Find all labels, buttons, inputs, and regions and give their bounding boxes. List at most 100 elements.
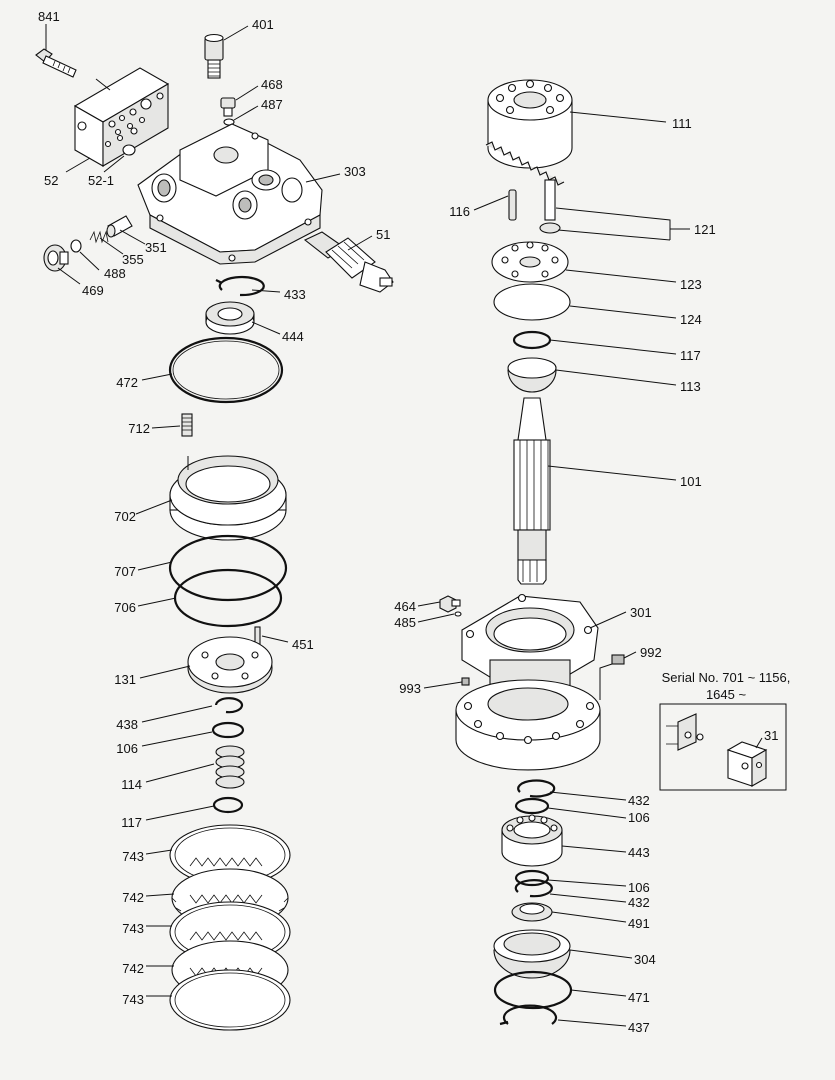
part-121-piston: [539, 179, 561, 234]
label-401: 401: [252, 17, 274, 32]
part-351-spool: [106, 215, 133, 238]
label-106-right-top: 106: [628, 810, 650, 825]
part-438-snap-ring: [214, 697, 244, 714]
part-491-seal: [511, 902, 553, 922]
part-52-1-o-ring: [122, 144, 136, 156]
label-106-right-bottom: 106: [628, 880, 650, 895]
part-111-cylinder-block: [485, 79, 573, 186]
part-31-mating-face: [666, 713, 697, 751]
label-487: 487: [261, 97, 283, 112]
part-117-spacer-right: [512, 330, 552, 350]
label-106-left: 106: [116, 741, 138, 756]
part-993-plug: [461, 677, 470, 686]
part-303-valve-casing: [137, 123, 323, 265]
part-401-bolt: [204, 33, 224, 79]
part-124-shoe-plate: [493, 283, 571, 321]
label-469: 469: [82, 283, 104, 298]
part-992-plug: [611, 654, 625, 665]
label-433: 433: [284, 287, 306, 302]
label-101: 101: [680, 474, 702, 489]
label-841: 841: [38, 9, 60, 24]
part-707-o-ring: [168, 534, 288, 602]
label-443: 443: [628, 845, 650, 860]
label-438: 438: [116, 717, 138, 732]
label-743-a: 743: [122, 849, 144, 864]
part-31-valve-block: [726, 741, 768, 787]
serial-note-line2: 1645 ~: [706, 687, 747, 702]
part-464-plug: [439, 595, 461, 613]
part-304-cover: [493, 929, 571, 979]
label-304: 304: [634, 952, 656, 967]
label-712: 712: [128, 421, 150, 436]
part-437-snap-ring: [499, 1004, 558, 1026]
part-472-o-ring: [168, 336, 284, 404]
label-51: 51: [376, 227, 390, 242]
part-432-snap-ring-top: [517, 779, 556, 798]
part-468-plug: [220, 97, 236, 117]
part-131-valve-plate: [187, 636, 273, 694]
part-117-spacer: [212, 796, 244, 814]
part-433-snap-ring: [215, 275, 265, 297]
part-106-spacer-top: [514, 797, 550, 815]
part-706-o-ring: [173, 568, 283, 628]
label-471: 471: [628, 990, 650, 1005]
part-101-drive-shaft: [513, 397, 551, 585]
label-113: 113: [680, 379, 701, 394]
part-743-plate-3: [169, 969, 291, 1031]
label-707: 707: [114, 564, 136, 579]
part-743-plate-1: [169, 824, 291, 886]
label-301: 301: [630, 605, 652, 620]
label-468: 468: [261, 77, 283, 92]
label-488: 488: [104, 266, 126, 281]
part-432-snap-ring-bottom: [514, 879, 553, 898]
part-52-valve-block: [73, 67, 170, 167]
part-301-casing: [455, 593, 601, 771]
label-131: 131: [114, 672, 136, 687]
part-469-plug: [43, 244, 69, 272]
leader-lines: [45, 24, 763, 1027]
label-52: 52: [44, 173, 58, 188]
part-355-spring: [89, 230, 109, 244]
label-743-c: 743: [122, 992, 144, 1007]
label-351: 351: [145, 240, 167, 255]
label-702: 702: [114, 509, 136, 524]
serial-note-line1: Serial No. 701 ~ 1156,: [662, 670, 791, 685]
part-106-spacer: [211, 721, 245, 739]
label-117-right: 117: [680, 348, 701, 363]
label-485: 485: [394, 615, 416, 630]
label-993: 993: [399, 681, 421, 696]
part-712-plug: [181, 413, 193, 437]
part-485-o-ring: [454, 611, 462, 617]
label-116: 116: [449, 204, 470, 219]
label-52-1: 52-1: [88, 173, 114, 188]
part-443-bearing: [501, 814, 563, 867]
part-106-spacer-bottom: [514, 869, 550, 887]
part-841-bolt: [35, 48, 77, 78]
part-51-relief-valve: [303, 231, 394, 293]
label-123: 123: [680, 277, 702, 292]
part-702-brake-piston: [169, 455, 287, 541]
label-743-b: 743: [122, 921, 144, 936]
label-491: 491: [628, 916, 650, 931]
part-labels: 841 401 468 487 52 52-1 303 351 355 488 …: [38, 9, 790, 1035]
part-114-spring: [215, 745, 245, 789]
label-117-left: 117: [121, 815, 142, 830]
label-472: 472: [116, 375, 138, 390]
label-114: 114: [121, 777, 142, 792]
part-444-bearing: [205, 301, 255, 335]
label-451: 451: [292, 637, 314, 652]
label-444: 444: [282, 329, 304, 344]
label-111: 111: [672, 116, 692, 131]
label-742-b: 742: [122, 961, 144, 976]
label-432-bottom: 432: [628, 895, 650, 910]
label-355: 355: [122, 252, 144, 267]
label-432-top: 432: [628, 793, 650, 808]
part-488-o-ring: [70, 239, 82, 253]
label-121: 121: [694, 222, 716, 237]
part-31-o-ring: [696, 733, 704, 741]
serial-detail-box: [659, 703, 787, 791]
label-437: 437: [628, 1020, 650, 1035]
label-742-a: 742: [122, 890, 144, 905]
label-464: 464: [394, 599, 416, 614]
